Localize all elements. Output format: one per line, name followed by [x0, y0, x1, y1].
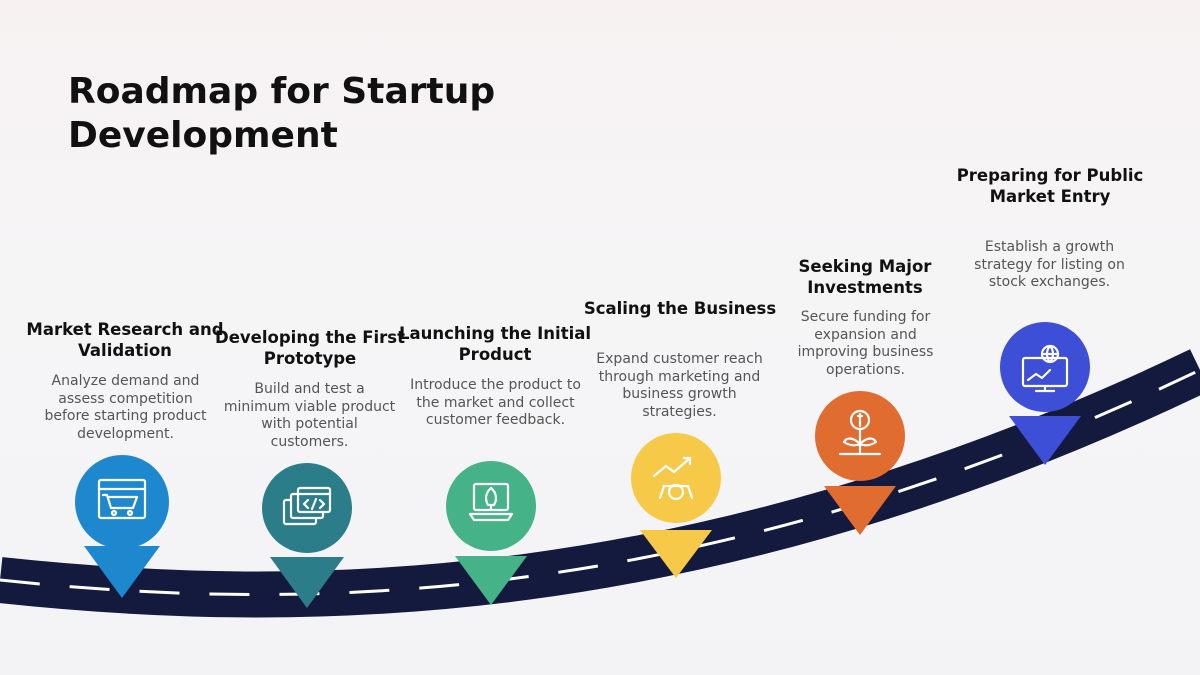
step-4-title: Scaling the Business	[583, 299, 777, 318]
step-3-title: Launching the Initial Product	[398, 324, 592, 364]
step-5-title: Seeking Major Investments	[798, 257, 932, 297]
page-title: Roadmap for Startup Development	[68, 71, 496, 156]
money-plant-icon	[838, 409, 882, 456]
step-1-marker	[75, 455, 169, 598]
code-windows-icon	[282, 486, 332, 526]
rocket-laptop-icon	[468, 482, 514, 522]
shopping-cart-store-icon	[97, 478, 147, 520]
step-5-description: Secure funding for expansion and improvi…	[797, 309, 934, 378]
step-1-title: Market Research and Validation	[26, 320, 224, 360]
step-2-description: Build and test a minimum viable product …	[223, 381, 396, 450]
step-5-marker	[815, 391, 905, 535]
step-6-description: Establish a growth strategy for listing …	[974, 239, 1125, 290]
step-2-marker	[262, 463, 352, 608]
global-monitor-icon	[1021, 344, 1069, 393]
step-2-title: Developing the First Prototype	[215, 328, 405, 368]
step-1-description: Analyze demand and assess competition be…	[44, 373, 207, 442]
step-3-marker	[446, 461, 536, 605]
step-6-marker	[1000, 322, 1090, 465]
step-4-description: Expand customer reach through marketing …	[596, 351, 763, 420]
step-4-marker	[631, 433, 721, 578]
step-3-description: Introduce the product to the market and …	[410, 377, 581, 428]
road-dashes	[0, 368, 1200, 596]
step-6-title: Preparing for Public Market Entry	[956, 166, 1144, 206]
growth-gear-icon	[652, 456, 694, 501]
